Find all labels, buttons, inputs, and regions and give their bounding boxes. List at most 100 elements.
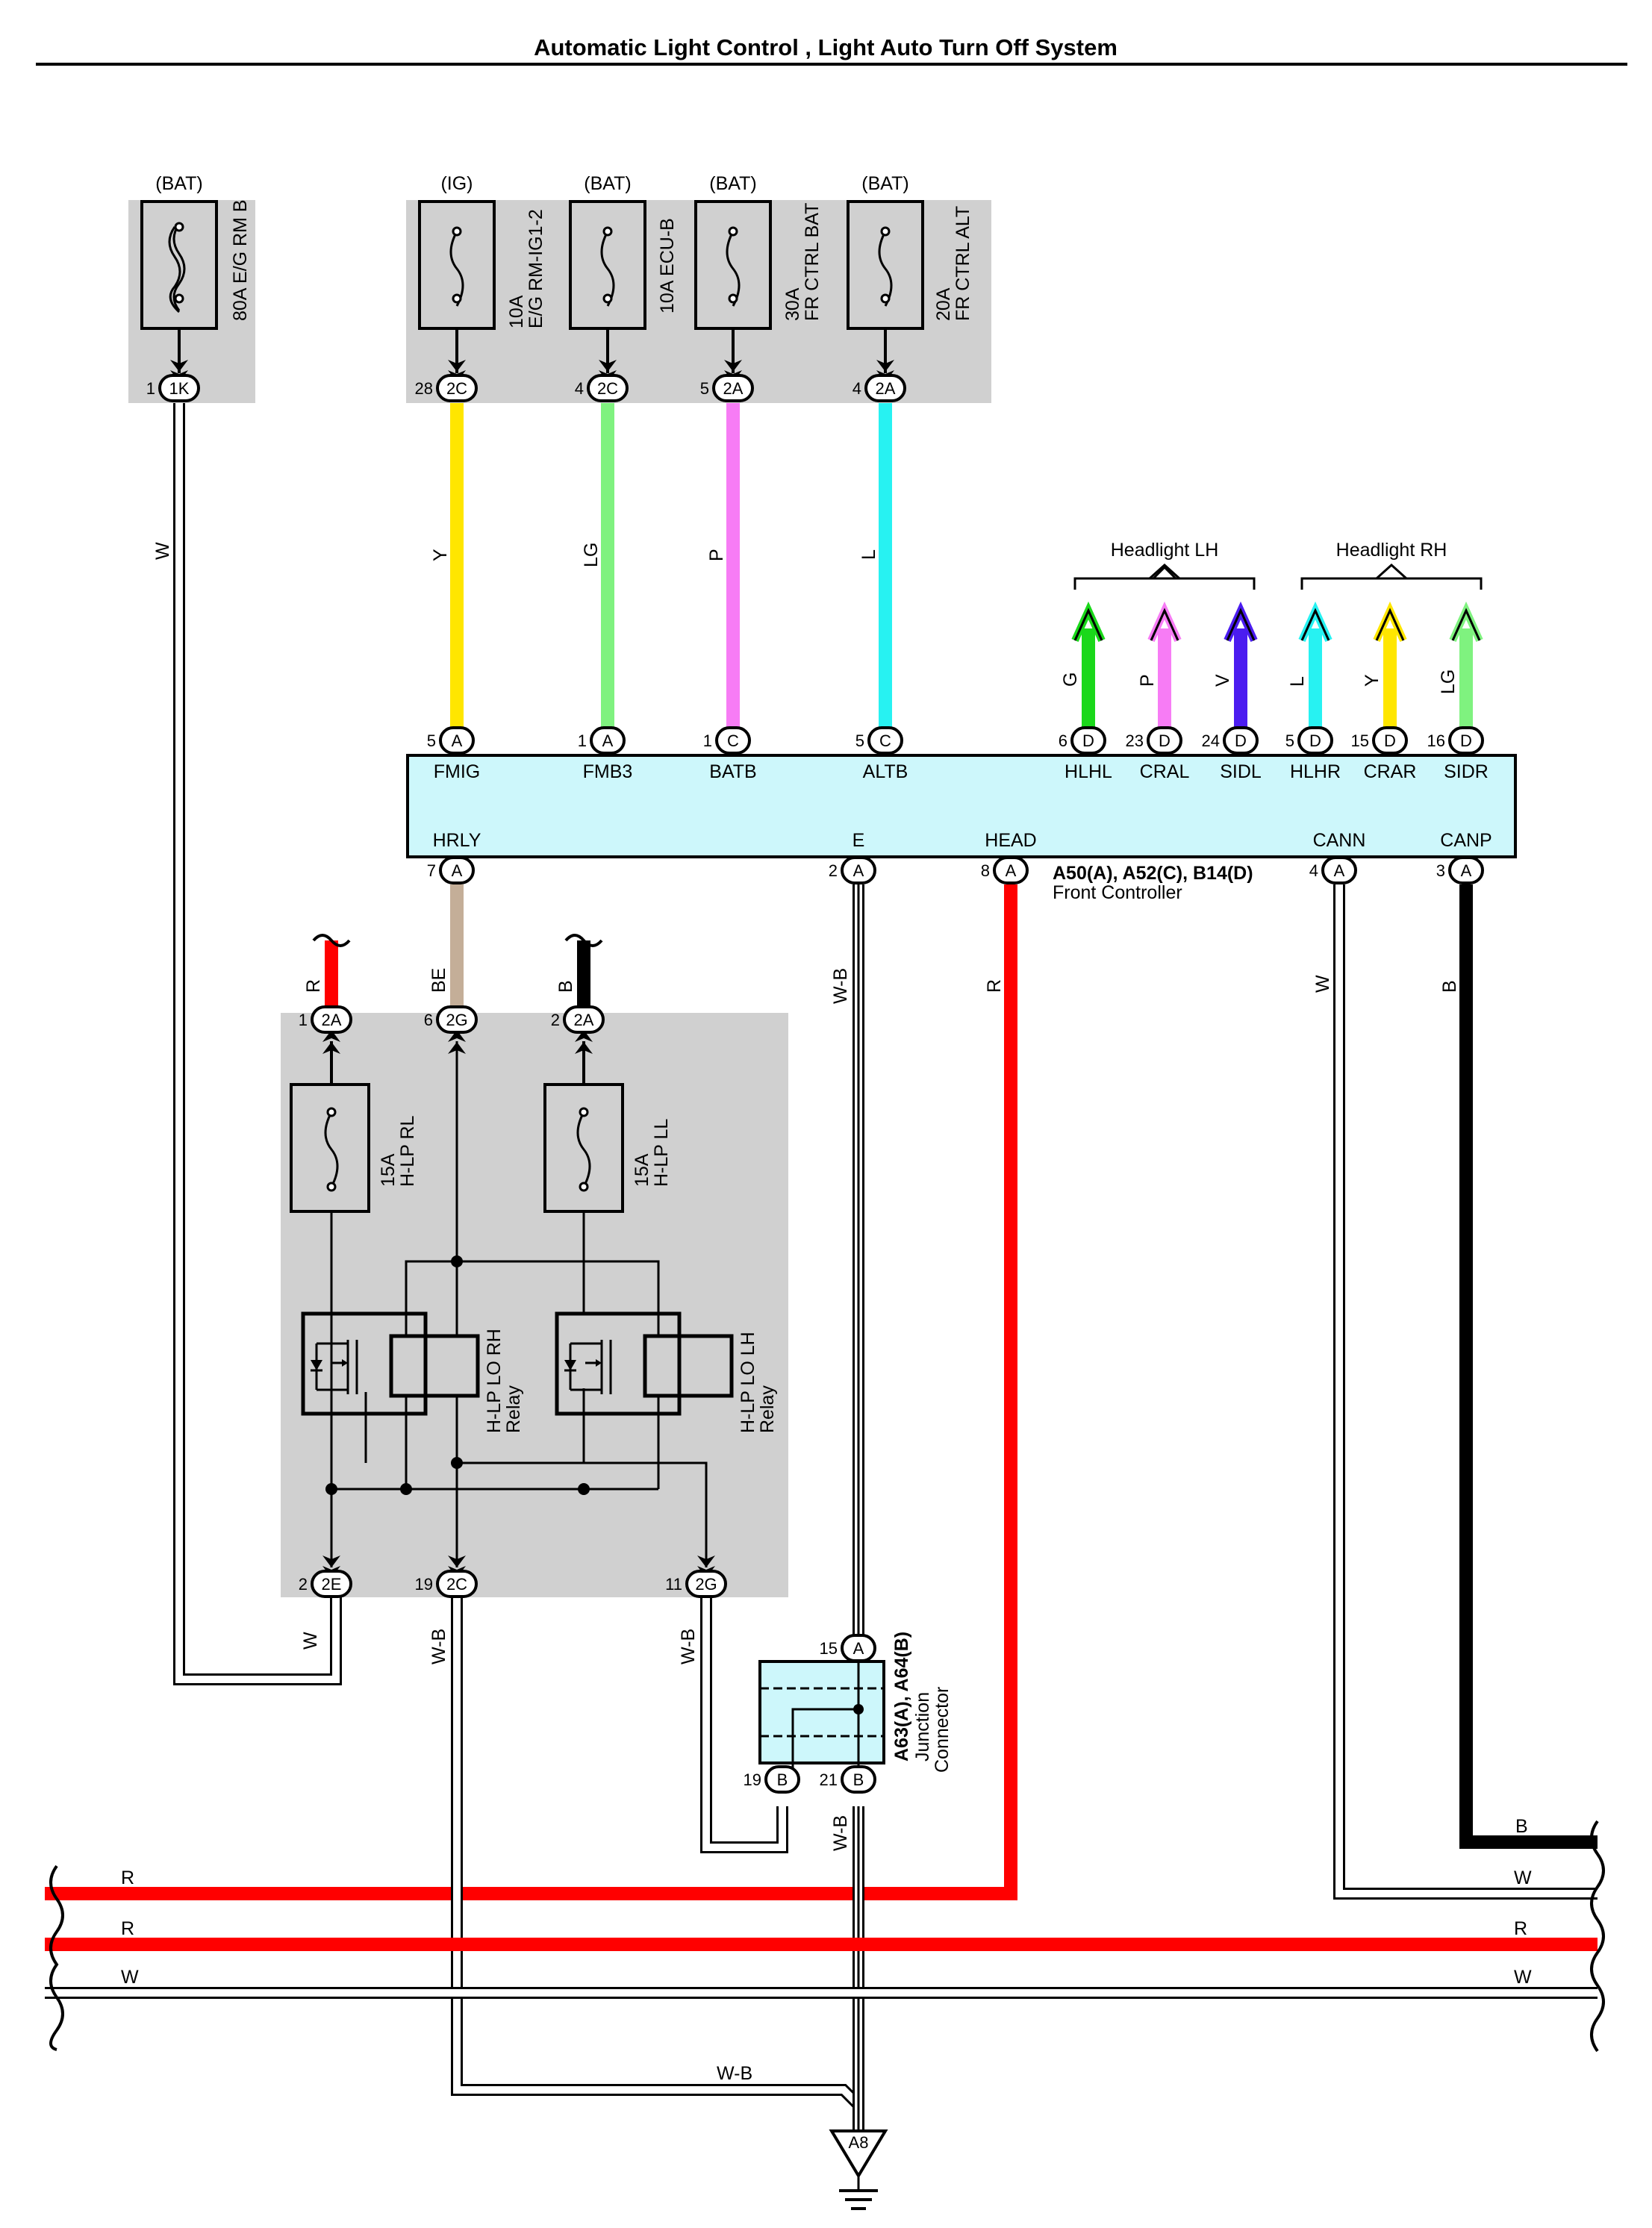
connector-code: 2C: [446, 1575, 467, 1594]
wire-label: Y: [430, 549, 451, 561]
junction-box: [758, 1660, 885, 1764]
connector-code: D: [1384, 731, 1396, 750]
relay-name: H-LP LO RH: [484, 1329, 505, 1433]
wire-p-cral: P: [1137, 601, 1182, 728]
front-controller-box: [406, 754, 1517, 858]
connector-code: 2G: [446, 1011, 467, 1029]
ecu-terminal-label: FMIG: [434, 761, 481, 782]
pin-number: 11: [665, 1575, 682, 1594]
fuse-supply-label: (BAT): [709, 173, 756, 194]
fuse-name: H-LP LL: [651, 1119, 672, 1187]
ecu-top-pin: D6: [1059, 726, 1106, 755]
ecu-terminal-label: SIDL: [1220, 761, 1262, 782]
bracket-notch: [1375, 563, 1408, 580]
pin-number: 21: [820, 1770, 838, 1789]
ecu-top-pin: D 15: [1351, 726, 1408, 755]
pin-number: 3: [1436, 861, 1445, 880]
break-line-right: [1590, 1820, 1605, 2053]
wire-label: BE: [428, 968, 449, 993]
headlight-lh-label: Headlight LH: [1111, 540, 1219, 561]
relay-rh-case: [301, 1311, 428, 1416]
pin-number: 2: [829, 861, 838, 880]
connector-code: D: [1159, 731, 1171, 750]
break-line-left: [49, 1865, 64, 2051]
wire-label: B: [1515, 1816, 1528, 1837]
ecu-bottom-pin: A4: [1309, 856, 1357, 884]
wire-label: R: [303, 979, 324, 993]
fuse-rating: 15A: [632, 1153, 652, 1187]
pin-number: 15: [1351, 731, 1369, 750]
fuse-rating: 20A: [933, 287, 954, 321]
headlight-lh-group: Headlight LH: [1073, 540, 1256, 590]
pin-number: 15: [820, 1639, 838, 1658]
ecu-terminal-label: HRLY: [433, 830, 481, 851]
fuse-15a-h-lp-rl: 15A H-LP RL: [290, 1041, 418, 1213]
connector-code: 2A: [876, 379, 896, 398]
fuse-block-bat-background: [128, 200, 255, 403]
wire-w-cann: W W: [1312, 884, 1598, 1900]
bus-wire-r1: R: [121, 1867, 134, 1888]
wire-label: W: [121, 1967, 139, 1988]
junction-left-pin: B19: [744, 1765, 800, 1794]
fuse-80a-eg-rm-b: (BAT) 80A E/G RM B: [140, 173, 251, 373]
fuse-name: FR CTRL ALT: [953, 206, 973, 321]
ecu-top-pin: C1: [703, 726, 751, 755]
pin-number: 23: [1126, 731, 1144, 750]
junction-name: Connector: [932, 1687, 953, 1773]
wire-label: Y: [1362, 674, 1383, 687]
junction-label: A63(A), A64(B): [891, 1632, 912, 1762]
wire-label: LG: [1438, 670, 1459, 694]
wire-lg-sidr: LG: [1438, 601, 1483, 728]
ecu-top-pin: D 23: [1126, 726, 1182, 755]
wire-label: L: [1287, 676, 1308, 687]
wire-label: LG: [581, 543, 602, 567]
connector-code: C: [727, 731, 739, 750]
headlight-rh-label: Headlight RH: [1336, 540, 1447, 561]
fuse-name: FR CTRL BAT: [802, 203, 823, 321]
wire-b-canp: B B: [1439, 884, 1598, 1849]
pin-number: 1: [703, 731, 712, 750]
ecu-terminal-label: BATB: [709, 761, 756, 782]
ecu-terminal-label: HLHR: [1290, 761, 1341, 782]
ecu-top-pin: D5: [1285, 726, 1333, 755]
ecu-terminal-label: E: [853, 830, 865, 851]
wire-b-relay-in: B: [555, 934, 603, 1009]
relay-top-pin: 2A2: [551, 1005, 605, 1034]
connector-code: A: [1006, 861, 1017, 880]
relay-bottom-pin: 2E2: [299, 1570, 352, 1598]
headlight-rh-group: Headlight RH: [1300, 540, 1483, 590]
fuse-supply-label: (IG): [440, 173, 473, 194]
ecu-bottom-pin: A2: [829, 856, 876, 884]
pin-number: 19: [744, 1770, 761, 1789]
fuse-name: 10A ECU-B: [657, 218, 678, 313]
ecu-top-pin: D24: [1202, 726, 1259, 755]
wire-label: P: [1137, 674, 1158, 687]
fuse-name: 80A E/G RM B: [230, 199, 251, 321]
front-controller-id: A50(A), A52(C), B14(D): [1053, 863, 1253, 884]
fuse-terminal: [728, 293, 738, 304]
pin-number: 5: [855, 731, 864, 750]
fuse-terminal: [728, 226, 738, 237]
wire-p-batb: P: [706, 403, 740, 728]
bracket-notch: [1152, 565, 1177, 580]
relay-top-pin: 2G6: [424, 1005, 478, 1034]
fuse-10a-eg-rm-ig1-2: (IG) 10A E/G RM-IG1-2: [418, 173, 546, 373]
fuse-terminal: [602, 226, 613, 237]
wire-y-fmig: Y: [430, 403, 464, 728]
wire-label: W-B: [717, 2063, 752, 2084]
connector-code: 2C: [597, 379, 618, 398]
ground-triangle: [829, 2129, 888, 2179]
wire-label: L: [858, 549, 879, 560]
pin-number: 1: [146, 379, 155, 398]
fuse-terminal: [602, 293, 613, 304]
wire-g-hlhl: G: [1060, 601, 1106, 728]
pin-number: 2: [551, 1011, 560, 1029]
fuse-rating: 10A: [506, 295, 527, 328]
wire-label: W-B: [830, 1815, 851, 1851]
relay-block-background: [281, 1013, 788, 1597]
wire-label: G: [1060, 673, 1081, 687]
connector-code: D: [1082, 731, 1094, 750]
pin-number: 6: [1059, 731, 1067, 750]
